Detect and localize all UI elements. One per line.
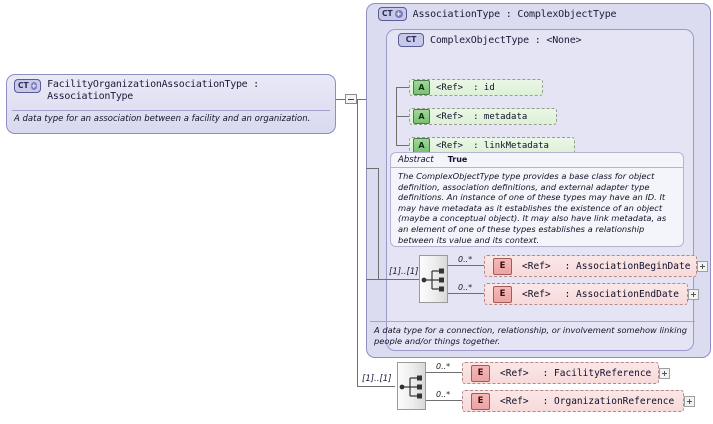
- element-badge-icon: E: [471, 392, 490, 410]
- root-branch-trunk: [357, 99, 358, 386]
- sequence-compositor-icon-association[interactable]: [419, 255, 448, 303]
- element-ref-label: <Ref>: [500, 367, 529, 379]
- complex-object-type-title: ComplexObjectType : <None>: [430, 34, 582, 46]
- attribute-badge-icon: A: [413, 138, 430, 153]
- expand-button-organization-reference[interactable]: [684, 396, 695, 407]
- plus-icon[interactable]: +: [30, 82, 38, 90]
- root-node-documentation: A data type for an association between a…: [14, 114, 311, 124]
- element-row-facility-reference[interactable]: E <Ref> : FacilityReference: [462, 362, 659, 384]
- element-row-association-end-date[interactable]: E <Ref> : AssociationEndDate: [484, 283, 688, 305]
- attribute-name-label: : id: [473, 82, 495, 93]
- element-badge-icon: E: [493, 257, 512, 275]
- element-row-association-begin-date[interactable]: E <Ref> : AssociationBeginDate: [484, 255, 697, 277]
- element-name-label: : AssociationEndDate: [564, 288, 679, 300]
- root-compositor-output-line: [426, 400, 462, 401]
- attribute-name-label: : metadata: [473, 111, 528, 122]
- complextype-expand-badge-root[interactable]: CT+: [14, 79, 42, 93]
- abstract-property-block: Abstract True The ComplexObjectType type…: [390, 152, 684, 247]
- association-sequence-cardinality: [1]..[1]: [389, 267, 419, 277]
- root-node-title: FacilityOrganizationAssociationType : As…: [47, 79, 259, 102]
- expand-button-association-end-date[interactable]: [688, 289, 699, 300]
- association-frame-branch-trunk: [378, 168, 379, 279]
- compositor-output-line: [448, 265, 484, 266]
- sequence-compositor-glyph: [421, 268, 444, 292]
- abstract-property-row: Abstract True: [391, 153, 683, 167]
- element-badge-icon: E: [493, 285, 512, 303]
- root-branch-line: [357, 386, 395, 387]
- property-divider: [391, 167, 683, 168]
- attribute-row-metadata[interactable]: A <Ref> : metadata: [409, 108, 557, 125]
- attribute-badge-icon: A: [413, 109, 430, 124]
- occurrence-label-association-end-date: 0..*: [458, 283, 473, 292]
- root-connector-line: [357, 99, 366, 100]
- attribute-stub-line: [396, 116, 409, 117]
- attribute-stub-line: [396, 145, 409, 146]
- association-frame-branch-line: [366, 168, 378, 169]
- expand-button-association-begin-date[interactable]: [697, 261, 708, 272]
- attribute-row-id[interactable]: A <Ref> : id: [409, 79, 543, 96]
- association-type-header[interactable]: CT+ AssociationType : ComplexObjectType: [370, 5, 617, 23]
- root-node-box[interactable]: CT+ FacilityOrganizationAssociationType …: [6, 74, 336, 134]
- complex-object-type-documentation: The ComplexObjectType type provides a ba…: [398, 171, 667, 245]
- plus-icon[interactable]: +: [394, 10, 403, 18]
- expand-button-facility-reference[interactable]: [659, 368, 670, 379]
- attribute-name-label: : linkMetadata: [473, 140, 549, 151]
- element-name-label: : FacilityReference: [542, 367, 652, 379]
- badge-text: CT: [382, 9, 393, 19]
- badge-text: CT: [405, 35, 417, 45]
- element-name-label: : AssociationBeginDate: [564, 260, 691, 272]
- attribute-ref-label: <Ref>: [436, 140, 464, 151]
- compositor-input-line: [366, 279, 419, 280]
- sequence-compositor-glyph: [399, 375, 422, 399]
- attribute-badge-icon: A: [413, 80, 430, 95]
- sequence-compositor-icon-root[interactable]: [397, 362, 426, 410]
- element-name-label: : OrganizationReference: [542, 395, 675, 407]
- abstract-label: Abstract: [398, 155, 434, 165]
- element-ref-label: <Ref>: [522, 288, 551, 300]
- complextype-badge-complex-object-type[interactable]: CT: [398, 33, 424, 47]
- collapse-toggle-button[interactable]: [345, 94, 357, 104]
- documentation-divider: [370, 321, 695, 322]
- compositor-output-line: [448, 293, 484, 294]
- occurrence-label-association-begin-date: 0..*: [458, 255, 473, 264]
- abstract-value: True: [447, 155, 468, 164]
- occurrence-label-organization-reference: 0..*: [436, 390, 451, 399]
- association-type-title: AssociationType : ComplexObjectType: [412, 8, 617, 20]
- element-badge-icon: E: [471, 364, 490, 382]
- attribute-stub-line: [396, 87, 409, 88]
- complextype-expand-badge-association-type[interactable]: CT+: [378, 7, 407, 21]
- attribute-ref-label: <Ref>: [436, 111, 464, 122]
- root-compositor-output-line: [426, 372, 462, 373]
- element-row-organization-reference[interactable]: E <Ref> : OrganizationReference: [462, 390, 684, 412]
- root-connector-line: [336, 99, 345, 100]
- element-ref-label: <Ref>: [522, 260, 551, 272]
- attribute-ref-label: <Ref>: [436, 82, 464, 93]
- root-node-header[interactable]: CT+ FacilityOrganizationAssociationType …: [7, 75, 335, 106]
- association-type-documentation: A data type for a connection, relationsh…: [374, 325, 687, 346]
- root-sequence-cardinality: [1]..[1]: [362, 374, 392, 384]
- complex-object-type-header[interactable]: CT ComplexObjectType : <None>: [390, 31, 582, 49]
- occurrence-label-facility-reference: 0..*: [436, 362, 451, 371]
- root-node-divider: [12, 110, 330, 111]
- element-ref-label: <Ref>: [500, 395, 529, 407]
- association-type-documentation-strip: A data type for a connection, relationsh…: [370, 321, 695, 346]
- badge-text: CT: [18, 81, 29, 91]
